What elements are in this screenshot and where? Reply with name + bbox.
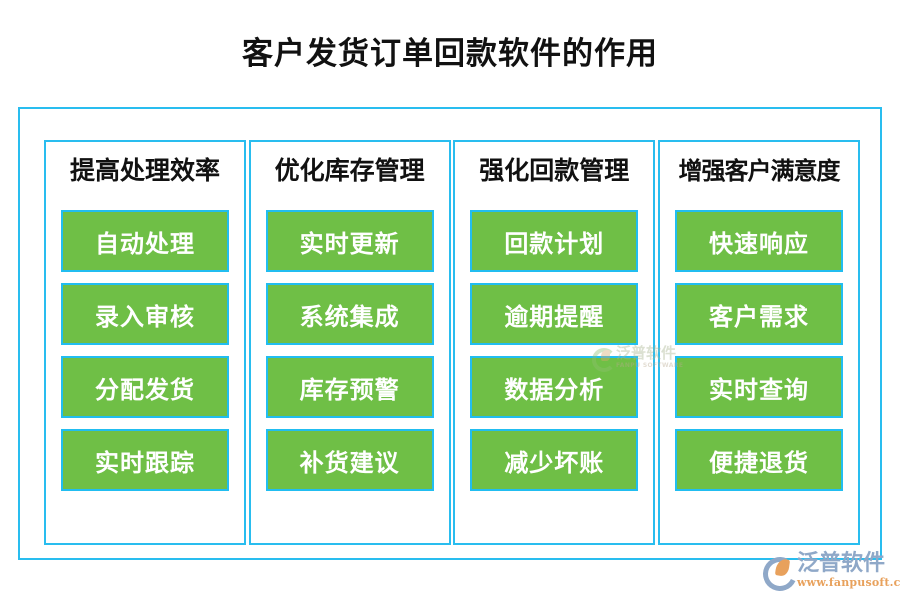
category-header-3: 强化回款管理	[479, 156, 630, 185]
feature-item[interactable]: 减少坏账	[470, 429, 639, 491]
feature-item[interactable]: 逾期提醒	[470, 283, 639, 345]
category-column-2: 优化库存管理 实时更新 系统集成 库存预警 补货建议	[248, 140, 451, 545]
feature-item[interactable]: 库存预警	[265, 356, 434, 418]
brand-url: www.fanpusoft.com	[797, 575, 900, 589]
category-header-2: 优化库存管理	[274, 156, 425, 185]
feature-item[interactable]: 快速响应	[674, 210, 843, 272]
outer-frame	[18, 107, 882, 560]
feature-item[interactable]: 便捷退货	[674, 429, 843, 491]
feature-item[interactable]: 数据分析	[470, 356, 639, 418]
category-header-4: 增强客户满意度	[678, 156, 840, 185]
category-column-4: 增强客户满意度 快速响应 客户需求 实时查询 便捷退货	[657, 140, 860, 545]
feature-item[interactable]: 回款计划	[470, 210, 639, 272]
fanpu-logo-icon	[758, 552, 802, 596]
columns-container: 提高处理效率 自动处理 录入审核 分配发货 实时跟踪 优化库存管理 实时更新 系…	[44, 140, 860, 545]
brand-text: 泛普软件 www.fanpusoft.com	[797, 550, 900, 589]
feature-item[interactable]: 系统集成	[265, 283, 434, 345]
brand-name: 泛普软件	[797, 550, 886, 576]
category-column-1: 提高处理效率 自动处理 录入审核 分配发货 实时跟踪	[44, 140, 246, 545]
category-items-2: 实时更新 系统集成 库存预警 补货建议	[251, 210, 449, 502]
feature-item[interactable]: 实时更新	[265, 210, 434, 272]
page-title: 客户发货订单回款软件的作用	[242, 36, 658, 72]
feature-item[interactable]: 自动处理	[61, 210, 229, 272]
feature-item[interactable]: 实时查询	[674, 356, 843, 418]
brand-logo: 泛普软件 www.fanpusoft.com	[758, 548, 900, 596]
feature-item[interactable]: 录入审核	[61, 283, 229, 345]
category-column-3: 强化回款管理 回款计划 逾期提醒 数据分析 减少坏账	[453, 140, 656, 545]
category-items-1: 自动处理 录入审核 分配发货 实时跟踪	[46, 210, 244, 502]
category-header-1: 提高处理效率	[69, 156, 220, 185]
feature-item[interactable]: 客户需求	[674, 283, 843, 345]
feature-item[interactable]: 实时跟踪	[61, 429, 229, 491]
category-items-3: 回款计划 逾期提醒 数据分析 减少坏账	[455, 210, 653, 502]
category-items-4: 快速响应 客户需求 实时查询 便捷退货	[660, 210, 858, 502]
feature-item[interactable]: 分配发货	[61, 356, 229, 418]
feature-item[interactable]: 补货建议	[265, 429, 434, 491]
